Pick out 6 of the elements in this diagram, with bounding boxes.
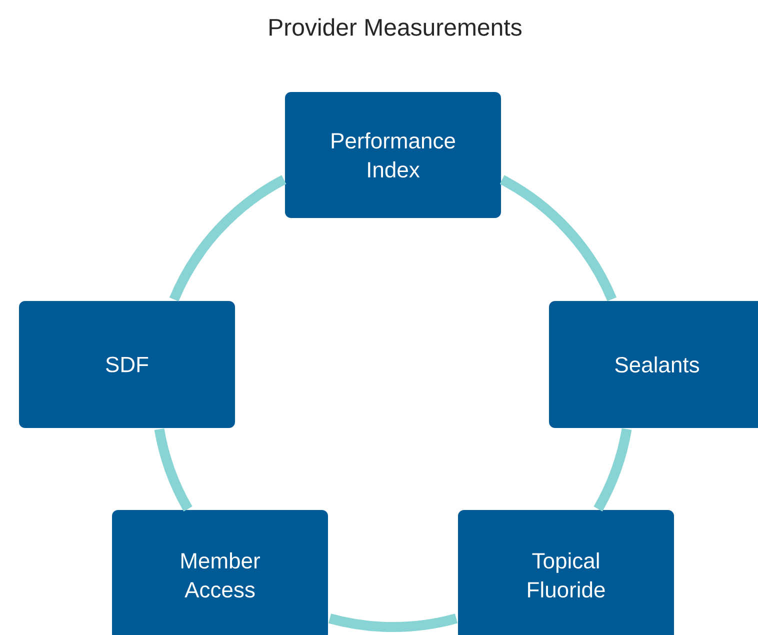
title: Provider Measurements	[270, 18, 522, 36]
process-box: Member Access	[112, 510, 328, 635]
process-box: Performance Index	[285, 92, 501, 218]
process-box: Sealants	[549, 301, 758, 428]
process-box: Topical Fluoride	[458, 510, 674, 635]
process-box: SDF	[19, 301, 235, 428]
